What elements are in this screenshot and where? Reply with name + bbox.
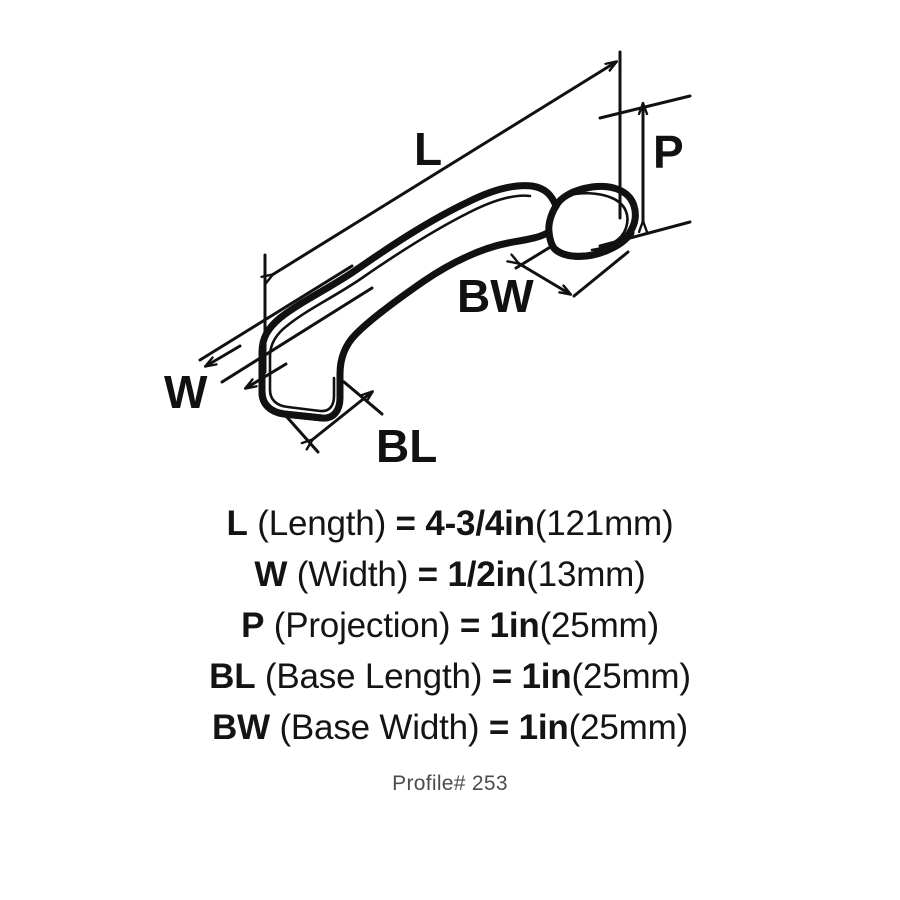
specification-list: L (Length) = 4-3/4in(121mm) W (Width) = … [0, 498, 900, 753]
dimension-width [198, 264, 374, 388]
spec-value-imperial: 1/2in [447, 555, 527, 594]
handle-outline [258, 182, 639, 422]
spec-description: (Base Length) [255, 657, 483, 696]
dimension-length [265, 50, 622, 374]
dimension-label-base-length: BL [376, 420, 437, 472]
profile-number: Profile# 253 [392, 772, 508, 795]
spec-code: P [241, 606, 265, 645]
spec-line-base-width: BW (Base Width) = 1in(25mm) [0, 702, 900, 753]
spec-equals: = [479, 708, 519, 747]
spec-code: BL [209, 657, 256, 696]
spec-line-width: W (Width) = 1/2in(13mm) [0, 549, 900, 600]
dimension-base-length [284, 380, 384, 454]
spec-equals: = [482, 657, 522, 696]
spec-line-projection: P (Projection) = 1in(25mm) [0, 600, 900, 651]
spec-equals: = [386, 504, 426, 543]
spec-value-imperial: 1in [518, 708, 569, 747]
spec-value-imperial: 1in [521, 657, 572, 696]
spec-description: (Length) [247, 504, 387, 543]
dimension-label-base-width: BW [457, 270, 534, 322]
spec-equals: = [450, 606, 490, 645]
dimension-base-width [516, 244, 630, 298]
spec-line-base-length: BL (Base Length) = 1in(25mm) [0, 651, 900, 702]
handle-inner-lines [268, 191, 629, 413]
spec-value-metric: (25mm) [568, 708, 689, 747]
spec-value-metric: (25mm) [539, 606, 660, 645]
spec-code: BW [212, 708, 270, 747]
spec-code: L [226, 504, 248, 543]
spec-value-metric: (25mm) [571, 657, 691, 696]
spec-value-imperial: 4-3/4in [425, 504, 535, 543]
dimension-label-projection: P [653, 126, 684, 178]
dimension-projection [598, 94, 692, 248]
spec-equals: = [408, 555, 448, 594]
spec-description: (Projection) [264, 606, 451, 645]
spec-value-metric: (13mm) [526, 555, 646, 594]
dimension-label-length: L [414, 123, 442, 175]
spec-value-imperial: 1in [489, 606, 540, 645]
spec-value-metric: (121mm) [534, 504, 674, 543]
dimension-label-width: W [164, 366, 208, 418]
spec-code: W [254, 555, 288, 594]
spec-line-length: L (Length) = 4-3/4in(121mm) [0, 498, 900, 549]
handle-dimension-drawing: L P W BL BW [164, 50, 692, 472]
spec-description: (Base Width) [269, 708, 480, 747]
spec-description: (Width) [287, 555, 409, 594]
